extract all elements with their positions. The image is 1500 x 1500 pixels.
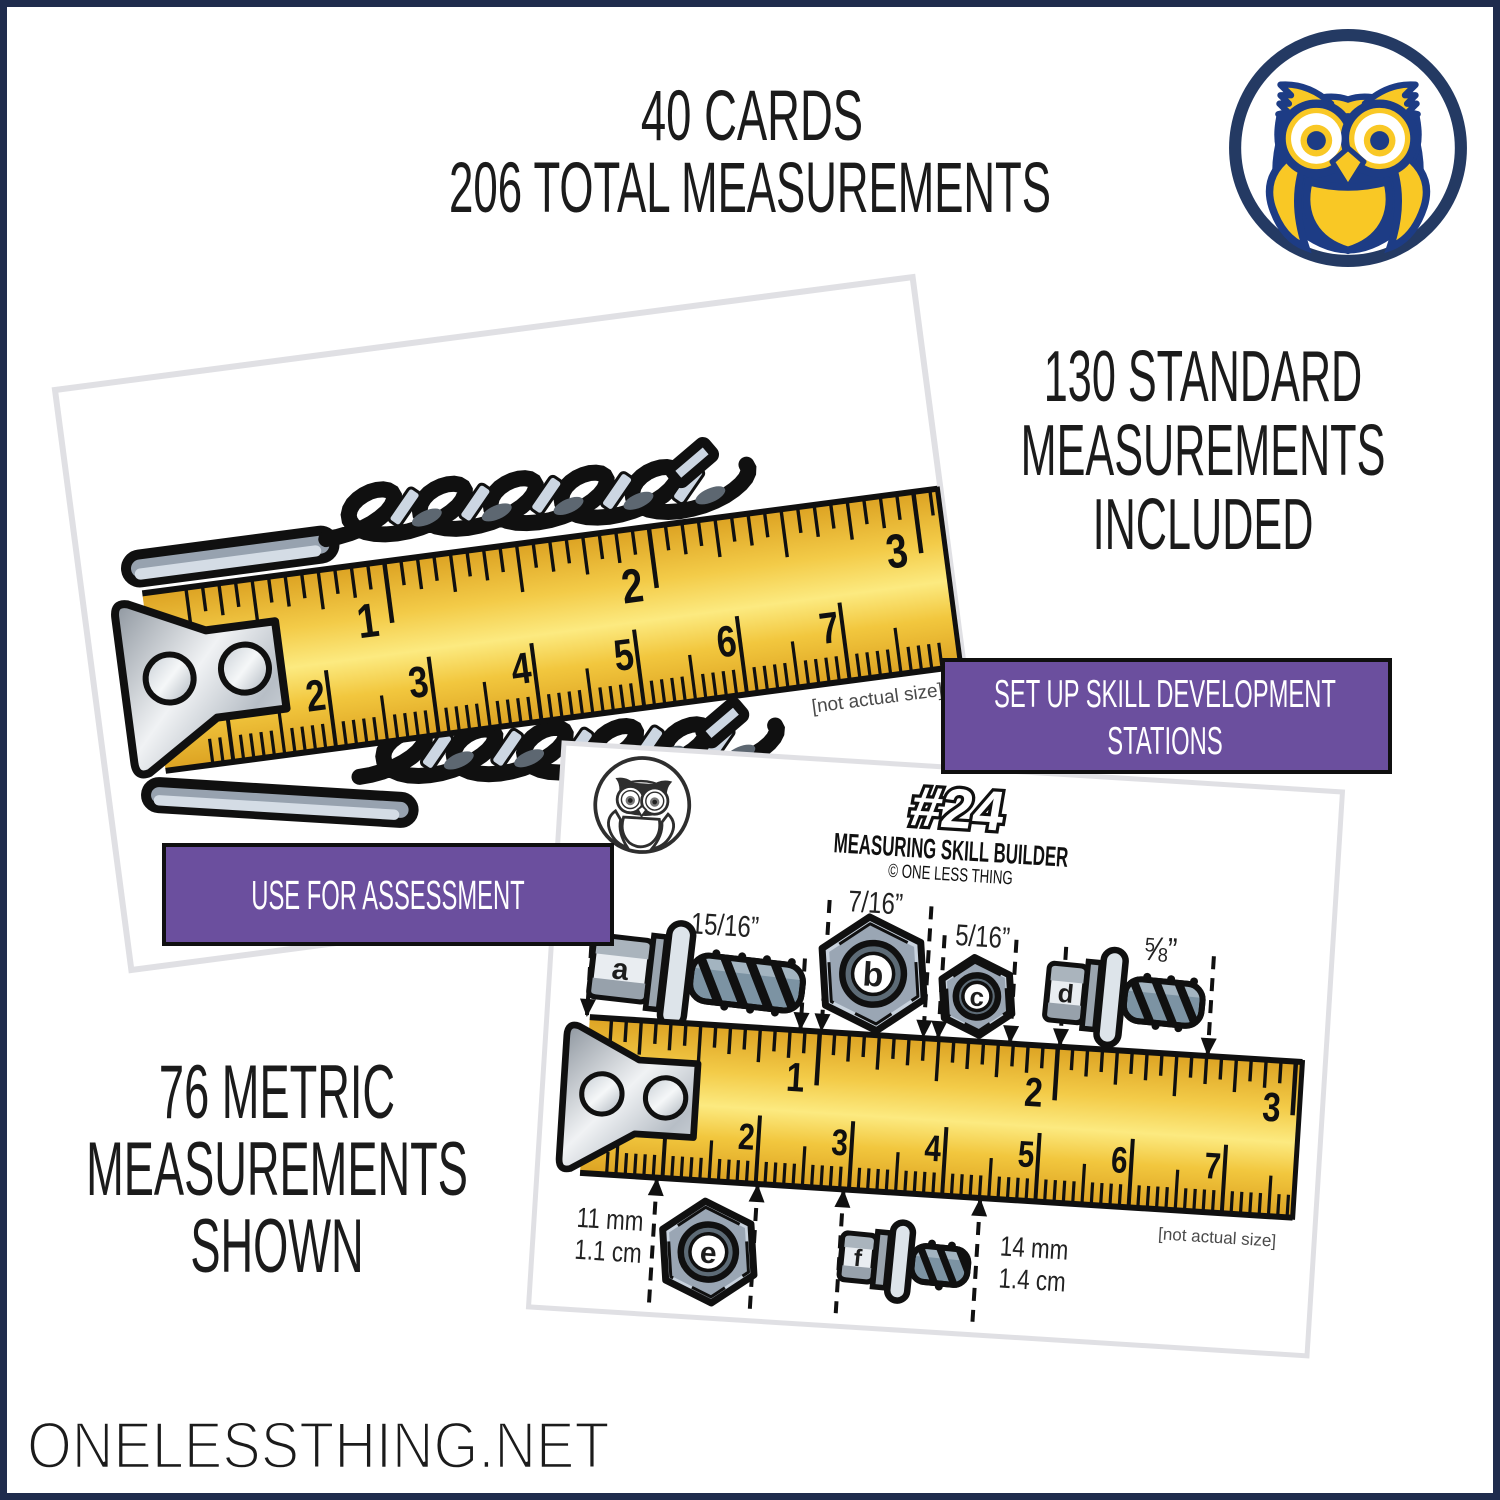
svg-text:14 mm: 14 mm [999,1231,1069,1266]
svg-text:40 CARDS: 40 CARDS [641,76,863,156]
svg-text:MEASUREMENTS: MEASUREMENTS [86,1127,468,1212]
svg-text:USE FOR ASSESSMENT: USE FOR ASSESSMENT [251,874,524,919]
svg-text:INCLUDED: INCLUDED [1093,484,1314,565]
svg-text:#24: #24 [906,774,1010,842]
svg-text:4: 4 [923,1128,942,1170]
svg-text:⅝”: ⅝” [1142,929,1178,970]
svg-text:SET UP SKILL DEVELOPMENT: SET UP SKILL DEVELOPMENT [994,672,1336,715]
svg-text:2: 2 [1023,1068,1044,1115]
svg-text:MEASUREMENTS: MEASUREMENTS [1021,410,1386,491]
svg-text:206 TOTAL MEASUREMENTS: 206 TOTAL MEASUREMENTS [449,148,1051,227]
svg-text:3: 3 [830,1123,849,1165]
svg-text:3: 3 [1261,1083,1282,1130]
svg-text:5/16”: 5/16” [954,917,1011,955]
svg-text:15/16”: 15/16” [690,906,760,944]
svg-text:2: 2 [737,1117,756,1159]
svg-text:a: a [610,952,631,987]
svg-text:76 METRIC: 76 METRIC [159,1050,395,1135]
svg-text:1.4 cm: 1.4 cm [998,1263,1067,1298]
svg-text:d: d [1056,978,1075,1009]
svg-text:7/16”: 7/16” [847,884,904,922]
svg-text:7: 7 [1203,1146,1222,1188]
svg-text:b: b [861,955,884,994]
svg-text:f: f [852,1245,864,1273]
svg-text:11 mm: 11 mm [576,1202,645,1237]
svg-text:1: 1 [785,1053,806,1100]
svg-text:1.1 cm: 1.1 cm [574,1234,643,1269]
svg-text:ONELESSTHING.NET: ONELESSTHING.NET [27,1409,610,1483]
svg-text:6: 6 [1110,1140,1129,1182]
svg-text:STATIONS: STATIONS [1107,719,1222,762]
svg-text:SHOWN: SHOWN [190,1204,363,1289]
svg-text:c: c [969,981,985,1012]
svg-text:5: 5 [1017,1134,1036,1176]
svg-text:130 STANDARD: 130 STANDARD [1044,336,1362,417]
svg-text:e: e [699,1236,718,1270]
